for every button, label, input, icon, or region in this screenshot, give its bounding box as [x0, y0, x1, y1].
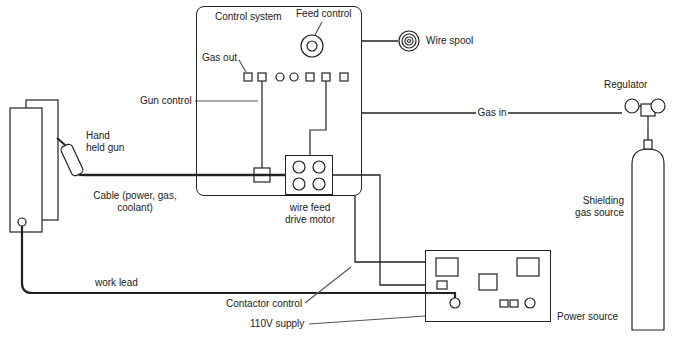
part-label: Wire spool	[426, 35, 473, 47]
power-panel-parts	[437, 281, 447, 289]
cylinder-valve	[644, 140, 652, 149]
part-label: Regulator	[604, 79, 647, 91]
pressure-gauge	[651, 99, 665, 113]
panel-sockets	[290, 73, 298, 81]
cylinder-body	[632, 149, 664, 330]
part-label: Control system	[215, 11, 282, 23]
gas-regulator-outline	[625, 99, 665, 128]
leader-line	[305, 267, 351, 303]
supply-cord	[309, 316, 425, 324]
callout-label: Cable (power, gas, coolant)	[80, 190, 190, 214]
drive-rollers	[293, 178, 305, 190]
leader-line	[195, 100, 258, 101]
wire-spool-outline	[398, 30, 420, 52]
welding-illustration	[10, 22, 539, 324]
power-panel-parts	[500, 300, 508, 307]
feed-knob	[307, 41, 317, 51]
gas-cylinder: Shielding gas source	[628, 140, 668, 332]
power-panel-parts	[510, 300, 518, 307]
spool-ring	[405, 37, 413, 45]
panel-sockets	[258, 73, 266, 81]
power-source: Power source	[425, 250, 551, 322]
part-label: wire feed drive motor	[280, 202, 340, 226]
wire-feed-motor: wire feed drive motor	[285, 155, 333, 195]
feed-knob	[301, 22, 323, 57]
gun-body	[57, 138, 84, 177]
panel-sockets	[340, 73, 348, 81]
drive-rollers	[313, 161, 325, 173]
power-panel-parts	[436, 258, 458, 276]
spool-ring	[402, 34, 416, 48]
callout-label: Feed control	[296, 8, 352, 20]
panel-sockets	[244, 73, 348, 81]
pressure-gauge	[625, 99, 639, 113]
power-panel-parts	[525, 298, 535, 308]
gun-body	[60, 143, 84, 177]
gas-regulator: Regulator	[622, 96, 666, 128]
connector-line	[333, 175, 425, 285]
gas-regulator-outline	[622, 96, 666, 128]
wire-spool-outline	[399, 31, 419, 51]
connector-line	[362, 40, 398, 41]
gun-body	[57, 138, 65, 145]
drive-rollers	[293, 161, 325, 190]
edge-label: Gas in	[476, 107, 509, 119]
regulator-stem	[647, 116, 648, 128]
drive-rollers	[293, 161, 305, 173]
part-label: Shielding gas source	[566, 195, 624, 219]
workpiece	[10, 108, 42, 232]
drive-rollers	[313, 178, 325, 190]
callout-label: Gas out	[202, 52, 237, 64]
feed-knob	[315, 22, 322, 35]
gun-control-wire	[261, 81, 262, 168]
feed-knob	[301, 35, 323, 57]
panel-sockets	[322, 73, 330, 81]
spool-ring	[408, 40, 411, 43]
motor-wire	[310, 81, 326, 155]
panel-sockets	[276, 73, 284, 81]
spool-ring	[399, 31, 419, 51]
gas-cylinder-outline	[632, 140, 664, 330]
control-panel: Control system	[196, 6, 362, 196]
power-panel-parts	[450, 298, 460, 308]
workpiece	[18, 218, 26, 226]
power-panel-parts	[436, 258, 539, 308]
leader-line	[239, 60, 246, 72]
gun-body	[79, 174, 84, 176]
connector-line	[355, 196, 425, 262]
welding-gun: Hand held gun	[60, 132, 84, 188]
power-panel-parts	[479, 274, 497, 290]
part-label: Power source	[557, 311, 618, 323]
part-label: Hand held gun	[86, 130, 130, 154]
wire-spool: Wire spool	[398, 30, 420, 52]
callout-label: Gun control	[140, 95, 192, 107]
callout-label: 110V supply	[250, 318, 304, 330]
panel-sockets	[244, 73, 252, 81]
callout-label: Contactor control	[226, 298, 302, 310]
panel-sockets	[306, 73, 314, 81]
connector-line	[647, 128, 648, 140]
connector-line	[84, 174, 285, 176]
power-panel-parts	[517, 258, 539, 276]
workpiece	[10, 100, 58, 232]
callout-label: work lead	[95, 277, 138, 289]
gas-cylinder-outline	[628, 140, 668, 332]
